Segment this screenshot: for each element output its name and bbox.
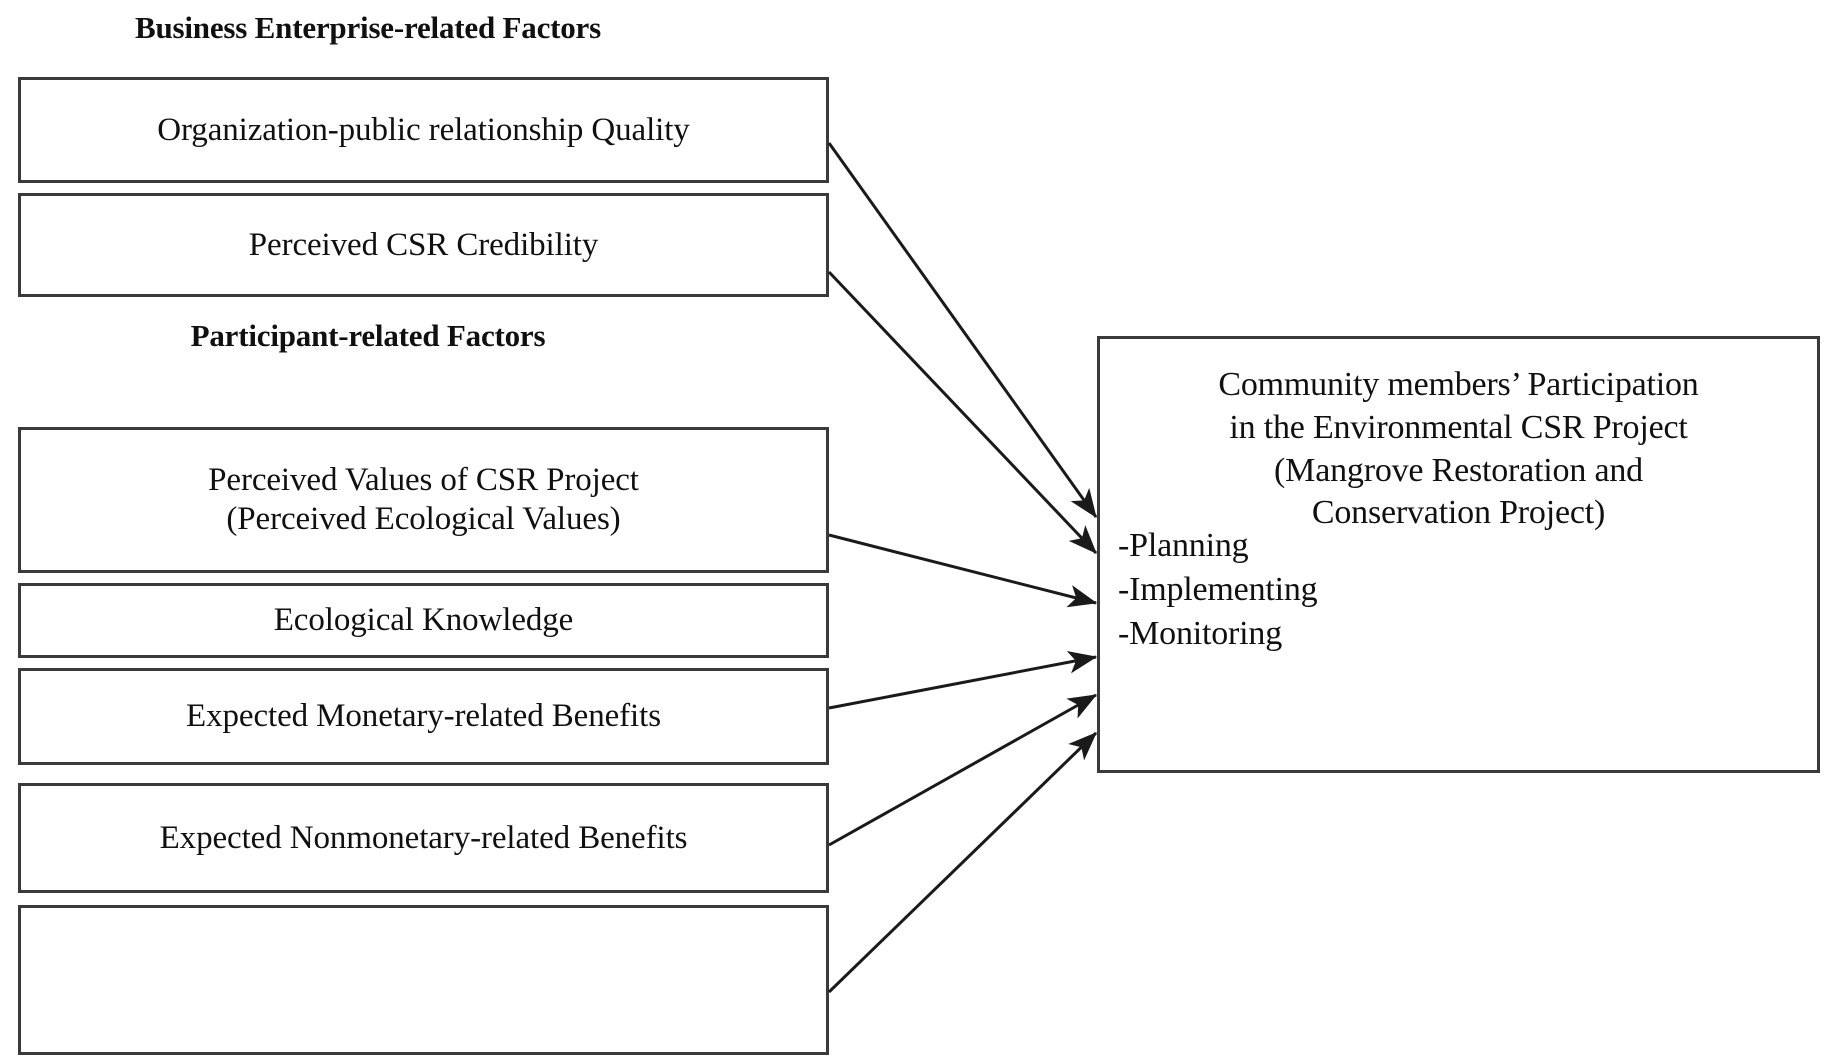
node-line: Organization-public relationship Quality <box>157 111 690 148</box>
node-organization-public-relationship-quality[interactable]: Organization-public relationship Quality <box>18 77 829 183</box>
arrow-orpq-to-outcome <box>827 142 1098 518</box>
arrow-nonmonetary-benefits-to-outcome <box>827 731 1098 994</box>
node-text: Ecological Knowledge <box>21 601 826 640</box>
node-text: Perceived CSR Credibility <box>21 226 826 265</box>
outcome-title-line: (Mangrove Restoration and <box>1274 451 1643 489</box>
group-heading-business-enterprise: Business Enterprise-related Factors <box>135 10 601 45</box>
outcome-activity-list: -Planning -Implementing -Monitoring <box>1118 524 1318 657</box>
arrow-perceived-values-to-outcome <box>828 533 1098 608</box>
node-text: Expected Monetary-related Benefits <box>21 697 826 736</box>
group-heading-participant: Participant-related Factors <box>190 318 546 353</box>
outcome-title-line: Conservation Project) <box>1311 494 1606 532</box>
outcome-box-community-participation[interactable]: Community members’ Participation in the … <box>1097 336 1820 773</box>
arrow-csr-credibility-to-outcome <box>827 270 1098 555</box>
outcome-list-item-planning: -Planning <box>1118 527 1249 564</box>
node-expected-monetary-related-benefits[interactable]: Expected Monetary-related Benefits <box>18 668 829 765</box>
node-ecological-knowledge[interactable]: Ecological Knowledge <box>18 583 829 658</box>
node-line: (Perceived Ecological Values) <box>226 501 621 537</box>
outcome-list-item-implementing: -Implementing <box>1118 571 1318 609</box>
node-expected-nonmonetary-related-benefits[interactable]: Expected Nonmonetary-related Benefits <box>18 783 829 893</box>
node-line: Expected Monetary-related Benefits <box>186 698 661 735</box>
arrow-monetary-benefits-to-outcome <box>828 693 1098 847</box>
node-text: Expected Nonmonetary-related Benefits <box>21 819 826 858</box>
node-line: Perceived Values of CSR Project <box>208 462 639 499</box>
outcome-title-line: Community members’ Participation <box>1218 366 1699 403</box>
arrow-ecological-knowledge-to-outcome <box>828 650 1098 710</box>
node-line: Expected Nonmonetary-related Benefits <box>159 819 688 856</box>
node-text: Perceived Values of CSR Project (Perceiv… <box>21 461 826 539</box>
node-text: Organization-public relationship Quality <box>21 111 826 150</box>
outcome-title: Community members’ Participation in the … <box>1100 364 1817 535</box>
node-line: Perceived CSR Credibility <box>248 226 599 263</box>
outcome-list-item-monitoring: -Monitoring <box>1118 615 1283 653</box>
outcome-title-line: in the Environmental CSR Project <box>1229 408 1688 446</box>
node-line: Ecological Knowledge <box>273 602 574 639</box>
node-perceived-values-of-csr-project[interactable]: Perceived Values of CSR Project (Perceiv… <box>18 427 829 573</box>
node-perceived-csr-credibility[interactable]: Perceived CSR Credibility <box>18 193 829 297</box>
node-empty-box[interactable] <box>18 905 829 1055</box>
